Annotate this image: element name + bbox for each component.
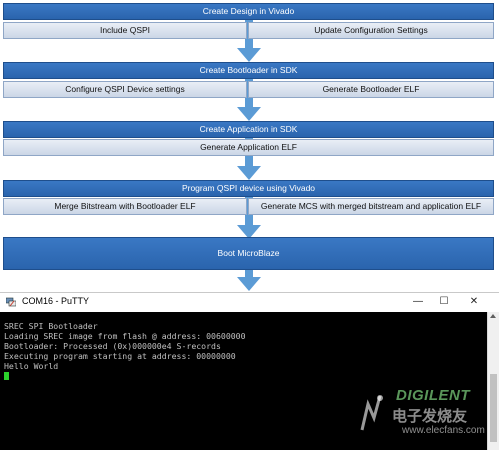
maximize-button[interactable]: ☐ [439, 296, 449, 307]
watermark-cn: 电子发烧友 [392, 408, 468, 425]
terminal-area[interactable]: SREC SPI Bootloader Loading SREC image f… [0, 312, 487, 450]
down-arrow-icon [237, 268, 261, 292]
terminal-line: Executing program starting at address: 0… [4, 351, 236, 361]
terminal-line: Loading SREC image from flash @ address:… [4, 331, 246, 341]
substep-configure-qspi: Configure QSPI Device settings [3, 81, 247, 98]
step-create-bootloader: Create Bootloader in SDK [3, 62, 494, 79]
terminal-cursor [4, 372, 9, 380]
step-program-qspi: Program QSPI device using Vivado [3, 180, 494, 197]
step-create-design: Create Design in Vivado [3, 3, 494, 20]
watermark-url: www.elecfans.com [402, 425, 485, 436]
terminal-output: SREC SPI Bootloader Loading SREC image f… [4, 321, 246, 380]
terminal-line: Hello World [4, 361, 59, 371]
vertical-scrollbar[interactable] [487, 312, 499, 450]
watermark-logo-icon [360, 395, 383, 431]
substep-update-config: Update Configuration Settings [248, 22, 494, 39]
putty-window: COM16 - PuTTY — ☐ ✕ SREC SPI Bootloader … [0, 292, 499, 450]
substep-generate-mcs: Generate MCS with merged bitstream and a… [248, 198, 494, 215]
close-button[interactable]: ✕ [469, 296, 479, 307]
terminal-line: Bootloader: Processed (0x)000000e4 S-rec… [4, 341, 221, 351]
step-boot-microblaze: Boot MicroBlaze [3, 237, 494, 270]
watermark-brand: DIGILENT [396, 387, 470, 404]
flow-diagram: Create Design in Vivado Include QSPI Upd… [3, 3, 494, 292]
putty-titlebar[interactable]: COM16 - PuTTY — ☐ ✕ [0, 293, 499, 311]
terminal-line: SREC SPI Bootloader [4, 321, 98, 331]
substep-generate-bootloader: Generate Bootloader ELF [248, 81, 494, 98]
substep-include-qspi: Include QSPI [3, 22, 247, 39]
step-create-application: Create Application in SDK [3, 121, 494, 138]
scroll-up-arrow-icon[interactable] [490, 314, 496, 318]
minimize-button[interactable]: — [413, 296, 423, 307]
scroll-thumb[interactable] [490, 374, 497, 442]
substep-merge-bitstream: Merge Bitstream with Bootloader ELF [3, 198, 247, 215]
window-title: COM16 - PuTTY [22, 296, 90, 306]
putty-app-icon [6, 297, 16, 307]
substep-generate-application: Generate Application ELF [3, 139, 494, 156]
